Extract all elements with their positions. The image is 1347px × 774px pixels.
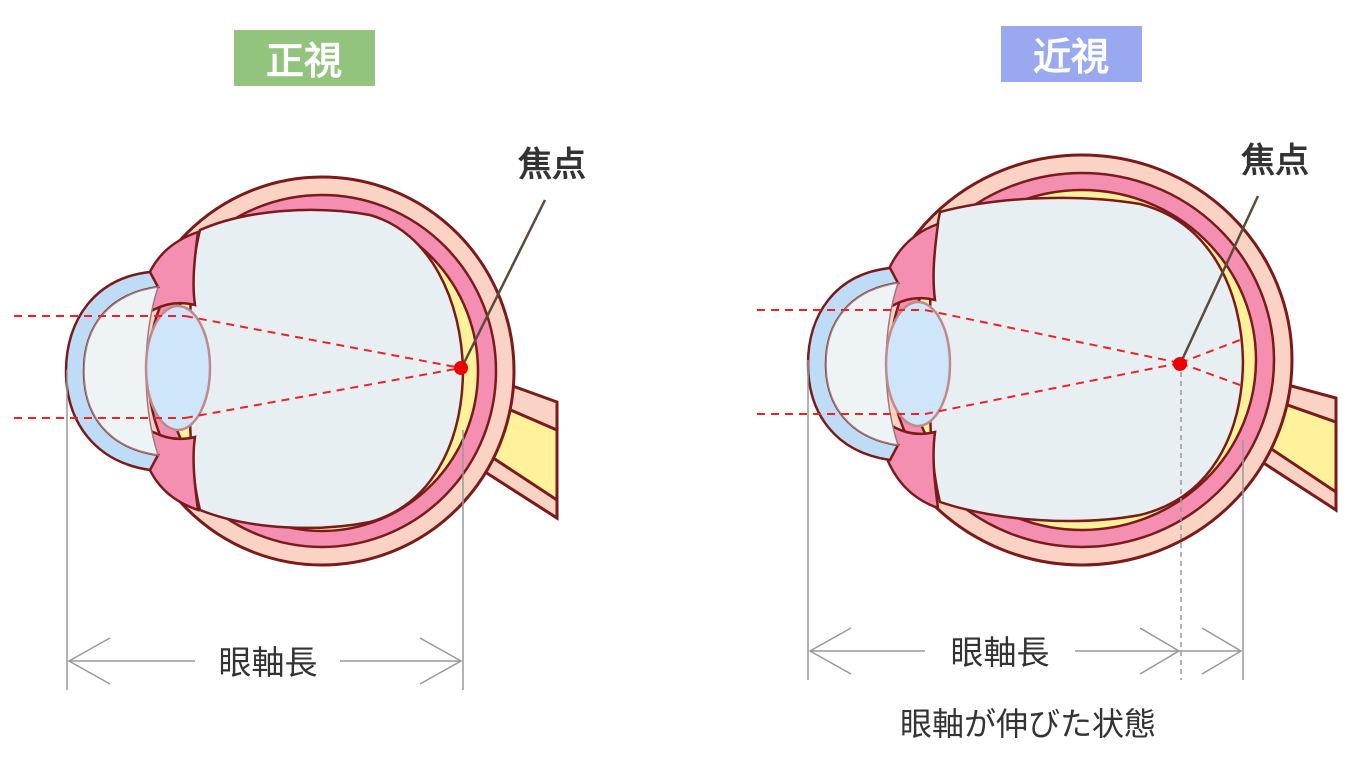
myopia-axis-dimension [807,360,1244,680]
normal-focus-leader [461,199,547,366]
normal-ray-top-converge [184,315,462,369]
myopia-vitreous [928,196,1245,523]
normal-eye-panel: 正視 焦点 [14,30,586,690]
myopia-axis-arrow-left [808,627,852,675]
normal-light-rays [14,315,462,419]
myopia-light-rays [757,309,1241,415]
myopia-focus-label: 焦点 [1241,141,1309,181]
myopia-ray-bottom-converge [924,362,1181,415]
normal-title-badge [234,30,375,86]
myopia-title-badge [1001,26,1142,82]
normal-vitreous [188,208,465,530]
normal-axis-dimension [66,370,464,690]
normal-axis-arrow-left [67,637,111,685]
normal-focus-point [454,361,468,375]
normal-title: 正視 [266,39,342,83]
myopia-axis-arrow-right [1201,627,1243,675]
myopia-focus-point [1173,357,1187,371]
myopia-axis-arrow-mid [1139,627,1181,675]
normal-axis-arrow-right [419,637,463,685]
normal-ray-bottom-converge [184,367,462,419]
myopia-axis-label: 眼軸長 [951,633,1050,672]
normal-lens [144,304,212,432]
myopia-ray-bottom-diverge [1179,339,1241,364]
normal-axis-label: 眼軸長 [219,643,318,682]
myopia-lens [884,300,952,428]
myopia-focus-leader [1180,195,1260,361]
myopia-note: 眼軸が伸びた状態 [900,705,1156,743]
myopia-ray-top-diverge [1179,362,1241,386]
normal-focus-label: 焦点 [518,145,586,185]
myopia-title: 近視 [1033,35,1109,79]
myopia-eye-panel: 近視 焦点 [757,26,1338,743]
myopia-ray-top-converge [924,309,1181,364]
